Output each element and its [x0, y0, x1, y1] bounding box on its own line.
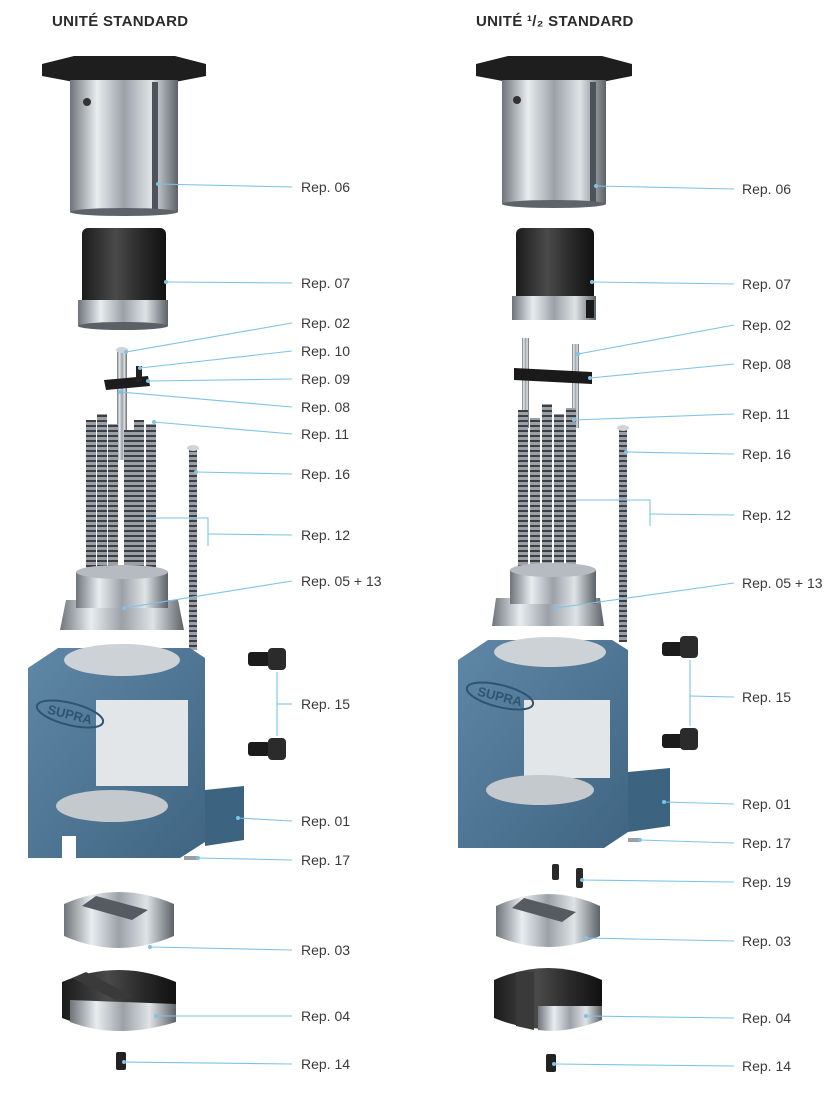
- leader-lines: [118, 182, 293, 1065]
- label-rep-03: Rep. 03: [742, 933, 792, 949]
- part-15-screws: [662, 636, 698, 750]
- label-rep-06: Rep. 06: [301, 179, 351, 195]
- part-04-holder: [494, 968, 602, 1031]
- label-rep-03: Rep. 03: [301, 942, 351, 958]
- part-17-pin: [184, 856, 198, 860]
- part-15-screws: [248, 648, 286, 760]
- label-rep-02: Rep. 02: [742, 317, 792, 333]
- label-rep-05-13: Rep. 05 + 13: [742, 575, 823, 591]
- label-rep-08: Rep. 08: [742, 356, 792, 372]
- part-05-13-guide: [492, 563, 604, 626]
- part-19-pins: [552, 864, 583, 888]
- label-rep-10: Rep. 10: [301, 343, 351, 359]
- part-17-pin: [628, 838, 640, 842]
- part-14-pin: [116, 1052, 126, 1070]
- label-rep-17: Rep. 17: [301, 852, 351, 868]
- part-12-springs: [518, 404, 576, 583]
- part-07-rubber: [78, 228, 168, 330]
- label-rep-08: Rep. 08: [301, 399, 351, 415]
- label-rep-09: Rep. 09: [301, 371, 351, 387]
- unit-standard-panel: UNITÉ STANDARD: [0, 0, 416, 1110]
- part-02-punch: [522, 338, 579, 428]
- label-rep-11: Rep. 11: [742, 406, 790, 422]
- part-03-die: [496, 894, 600, 947]
- label-rep-05-13: Rep. 05 + 13: [301, 573, 382, 589]
- label-rep-12: Rep. 12: [301, 527, 351, 543]
- label-rep-16: Rep. 16: [742, 446, 792, 462]
- label-rep-16: Rep. 16: [301, 466, 351, 482]
- unit-half-standard-panel: UNITÉ ¹/₂ STANDARD: [416, 0, 832, 1110]
- label-rep-14: Rep. 14: [742, 1058, 792, 1074]
- label-rep-01: Rep. 01: [742, 796, 792, 812]
- part-08-plate: [514, 368, 592, 384]
- label-rep-14: Rep. 14: [301, 1056, 351, 1072]
- part-06-sleeve: [42, 56, 206, 216]
- label-rep-19: Rep. 19: [742, 874, 792, 890]
- part-14-pin: [546, 1054, 556, 1072]
- label-rep-12: Rep. 12: [742, 507, 792, 523]
- label-rep-15: Rep. 15: [301, 696, 351, 712]
- exploded-diagram: SUPRA: [458, 56, 735, 1072]
- leader-lines: [552, 184, 735, 1067]
- part-03-die: [64, 892, 174, 948]
- label-rep-06: Rep. 06: [742, 181, 792, 197]
- part-16-rod: [187, 445, 199, 650]
- part-01-body: SUPRA: [458, 637, 670, 848]
- label-rep-02: Rep. 02: [301, 315, 351, 331]
- label-rep-04: Rep. 04: [742, 1010, 792, 1026]
- label-rep-07: Rep. 07: [301, 275, 351, 291]
- label-rep-04: Rep. 04: [301, 1008, 351, 1024]
- label-rep-07: Rep. 07: [742, 276, 792, 292]
- part-04-holder: [62, 970, 176, 1031]
- part-06-sleeve: [476, 56, 632, 208]
- label-rep-15: Rep. 15: [742, 689, 792, 705]
- label-rep-17: Rep. 17: [742, 835, 792, 851]
- part-05-13-guide: [60, 565, 184, 630]
- unit-title: UNITÉ STANDARD: [52, 13, 189, 30]
- part-01-body: SUPRA: [28, 644, 244, 860]
- unit-title: UNITÉ ¹/₂ STANDARD: [476, 13, 634, 30]
- label-rep-11: Rep. 11: [301, 426, 349, 442]
- part-16-rod: [617, 425, 629, 642]
- part-07-rubber: [512, 228, 596, 320]
- label-rep-01: Rep. 01: [301, 813, 351, 829]
- exploded-diagram: SUPRA: [28, 56, 293, 1070]
- part-08-plate: [104, 366, 150, 390]
- part-12-springs: [86, 414, 156, 590]
